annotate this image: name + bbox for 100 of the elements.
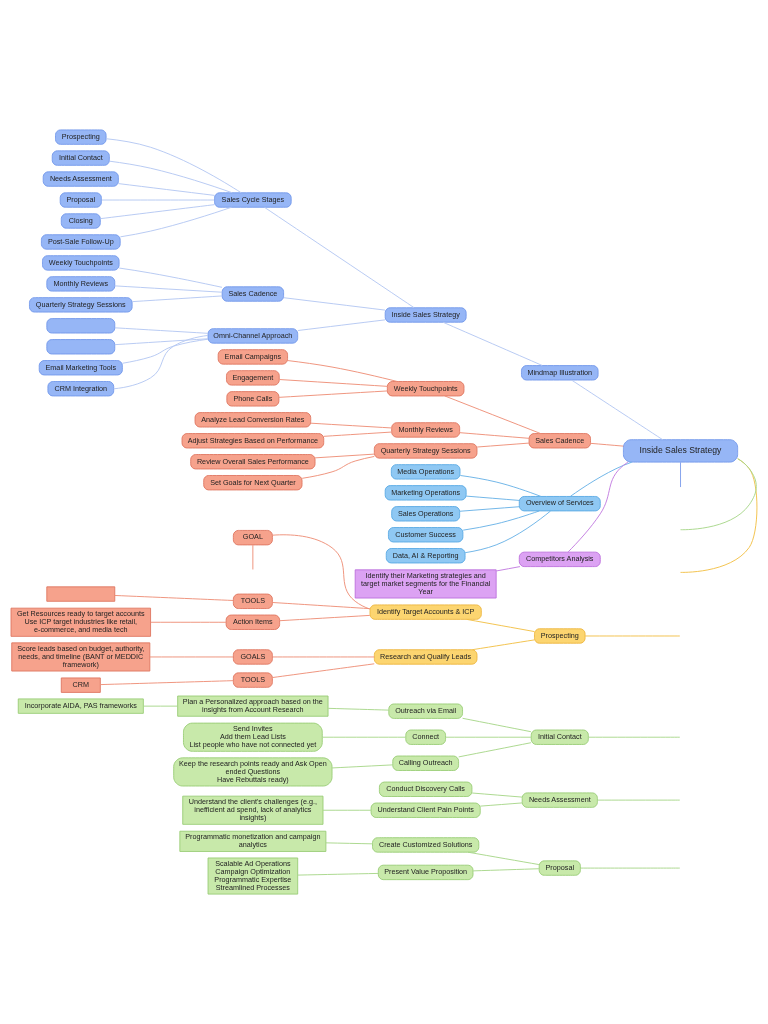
node-box: Sales Cycle Stages (214, 192, 292, 208)
connector (272, 534, 371, 610)
connector (142, 705, 178, 707)
connector (571, 379, 663, 441)
node-box: Email Marketing Tools (38, 360, 123, 376)
connector (580, 867, 681, 869)
connector (310, 422, 392, 429)
connector (297, 319, 386, 331)
node-box: Quarterly Strategy Sessions (373, 443, 478, 459)
node-box: Phone Calls (226, 391, 280, 407)
connector (105, 138, 242, 194)
node-box: Initial Contact (530, 729, 589, 745)
connector (114, 327, 209, 334)
node-box: Keep the research points ready and Ask Open ended Questions Have Rebuttals ready) (173, 757, 333, 787)
connector (465, 495, 520, 501)
node-box (46, 318, 116, 334)
connector (459, 432, 530, 439)
connector (466, 618, 535, 633)
node-box: Programmatic monetization and campaign analytics (179, 830, 327, 852)
connector (118, 183, 215, 196)
connector (100, 680, 234, 686)
node-box: Monthly Reviews (46, 276, 116, 292)
connector (114, 338, 209, 346)
node-box: Understand Client Pain Points (370, 802, 481, 818)
node-box: Create Customized Solutions (372, 837, 480, 853)
connector (588, 736, 681, 738)
node-box: CRM Integration (47, 381, 115, 397)
connector (459, 506, 520, 512)
node-box: Proposal (59, 192, 102, 208)
node-box: Review Overall Sales Performance (190, 454, 316, 470)
node-box: Sales Operations (391, 506, 461, 522)
node-box: TOOLS (232, 672, 273, 688)
connector (495, 566, 521, 572)
node-box: Mindmap Illustration (521, 365, 599, 381)
connector (476, 442, 530, 448)
connector (462, 510, 540, 531)
connector (252, 544, 254, 570)
connector (458, 742, 532, 758)
node-box: TOOLS (232, 593, 273, 609)
connector (584, 635, 681, 637)
node-box: Conduct Discovery Calls (378, 781, 473, 797)
node-box: Research and Qualify Leads (373, 649, 478, 665)
node-box: Needs Assessment (521, 792, 598, 808)
connector (287, 360, 398, 382)
node-box: Calling Outreach (392, 755, 459, 771)
connector (462, 717, 532, 733)
node-box: Get Resources ready to target accounts Use ICP target industries like retail, e-commerce, and media tech (10, 607, 151, 637)
node-box: Needs Assessment (42, 171, 119, 187)
connector (278, 390, 388, 398)
node-box: Scalable Ad Operations Campaign Optimization Programmatic Expertise Streamlined Processes (207, 857, 299, 895)
connector (680, 458, 758, 573)
node-box: Sales Cadence (221, 286, 285, 302)
node-box: Score leads based on budget, authority, needs, and timeline (BANT or MEDDIC framework) (11, 642, 151, 672)
node-box: Marketing Operations (384, 485, 467, 501)
connector (131, 295, 223, 303)
node-box: Present Value Proposition (377, 864, 474, 881)
node-box: Inside Sales Strategy (622, 439, 739, 463)
connector (597, 799, 681, 801)
node-box: Identify Target Accounts & ICP (369, 604, 482, 620)
node-box: Quarterly Strategy Sessions (29, 297, 133, 313)
connector (271, 602, 371, 610)
node-box: GOAL (232, 530, 273, 546)
node-box: Initial Contact (51, 150, 110, 166)
connector (149, 656, 234, 658)
connector (271, 663, 375, 678)
node-box: Customer Success (388, 527, 464, 543)
node-box: Competitors Analysis (518, 551, 601, 568)
node-box: Weekly Touchpoints (386, 381, 465, 397)
connector (471, 792, 523, 798)
connector (114, 285, 223, 293)
connector (101, 199, 215, 201)
connector (264, 206, 415, 309)
connector (271, 656, 375, 658)
connector (331, 764, 394, 769)
connector (99, 204, 215, 220)
node-box: Engagement (226, 370, 280, 386)
node-box: Prospecting (534, 628, 586, 644)
connector (464, 510, 552, 554)
node-box: Post-Sale Follow-Up (40, 234, 121, 250)
connector (590, 442, 624, 447)
node-box: Action Items (225, 614, 281, 630)
node-box: Connect (405, 729, 446, 745)
connector (479, 802, 523, 807)
node-box (46, 339, 116, 355)
connector (279, 614, 371, 622)
connector (472, 868, 540, 872)
connector (442, 321, 543, 366)
connector (301, 456, 375, 479)
connector (114, 595, 234, 601)
connector (680, 461, 681, 488)
node-box: Media Operations (390, 464, 461, 480)
connector (327, 707, 390, 711)
connector (567, 461, 629, 553)
connector (119, 206, 233, 238)
node-box: Monthly Reviews (391, 422, 461, 438)
connector (278, 379, 388, 387)
connector (680, 458, 757, 531)
node-box: Weekly Touchpoints (42, 255, 120, 271)
node-box: Identify their Marketing strategies and target market segments for the Financial Year (354, 569, 497, 599)
node-box: Proposal (538, 860, 581, 876)
